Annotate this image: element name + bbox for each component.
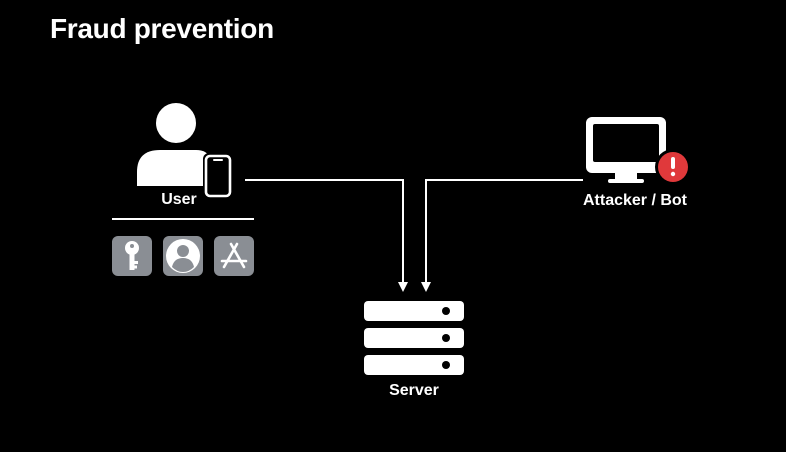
avatar-icon xyxy=(166,239,200,273)
connector-attacker-to-server xyxy=(421,179,583,292)
alert-icon xyxy=(655,149,691,185)
user-label: User xyxy=(161,191,197,208)
phone-icon xyxy=(203,153,233,199)
page-title: Fraud prevention xyxy=(50,13,274,44)
app-store-icon xyxy=(220,242,248,269)
server-label: Server xyxy=(389,382,439,399)
person-icon xyxy=(137,103,210,186)
key-icon xyxy=(125,241,139,270)
attacker-label: Attacker / Bot xyxy=(582,192,688,209)
key-tile xyxy=(112,236,152,276)
monitor-icon xyxy=(586,117,666,183)
connector-user-to-server xyxy=(245,179,408,292)
server-icon xyxy=(364,301,464,375)
app-store-tile xyxy=(214,236,254,276)
avatar-tile xyxy=(163,236,203,276)
